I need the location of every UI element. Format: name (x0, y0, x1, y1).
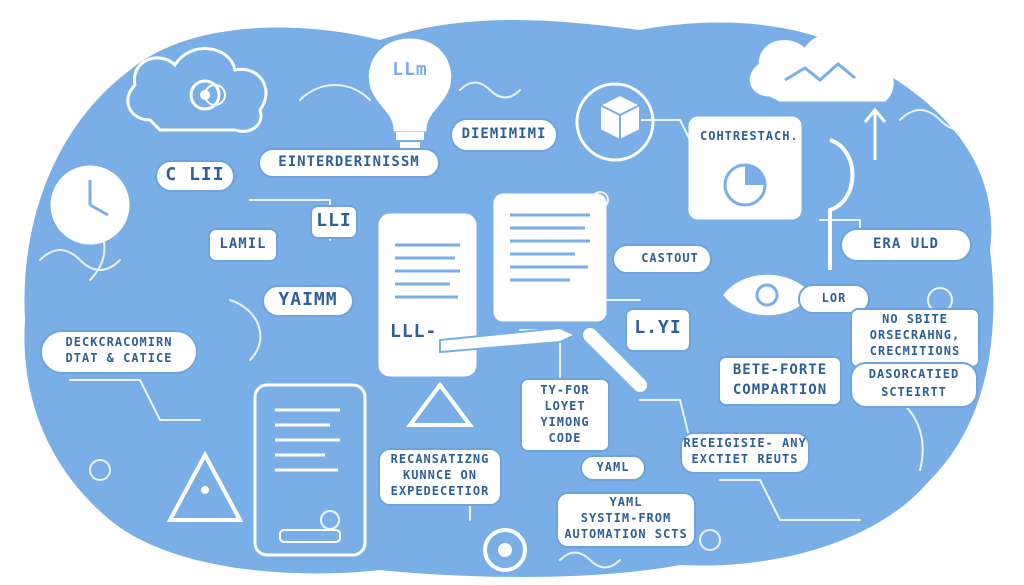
ty-line2: LOYET (544, 399, 586, 413)
cli-label: C LII (165, 164, 225, 185)
yaimm-label: YAIMM (278, 289, 338, 310)
gear-icon (483, 528, 527, 572)
bete-line1: BETE-FORTE (732, 362, 828, 378)
rec-line1: RECEIGISIE- ANY (683, 436, 807, 450)
contrestach-label: COHTRESTACH. (700, 129, 799, 143)
rec-line2: EXCTIET REUTS (691, 452, 799, 466)
ty-line4: CODE (548, 431, 582, 445)
deck-pill (40, 330, 198, 374)
ly-box (625, 308, 691, 352)
deck-line2: DTAT & CATICE (65, 351, 173, 365)
erauld-label: ERA ULD (872, 236, 939, 252)
nosbite-line2: ORSECRAHNG, (869, 328, 961, 342)
eint-pill (258, 148, 440, 178)
ly-label: L.YI (634, 317, 682, 338)
cloud-icon (749, 32, 894, 102)
castout-label: CASTOUT (641, 251, 699, 265)
warning-icon (406, 381, 474, 427)
castout-pill (612, 244, 712, 274)
nosbite-box (850, 308, 980, 368)
lamil-box (208, 228, 278, 262)
daso-line1: DASORCATIED (868, 367, 960, 381)
bulb-label: LLm (392, 59, 428, 80)
lor-label: LOR (821, 291, 847, 305)
recan-line3: EXPEDECETIOR (390, 484, 490, 498)
lll-label: LLL- (390, 321, 438, 342)
recan-line2: KUNNCE ON (402, 468, 478, 482)
nosbite-line1: NO SBITE (882, 312, 948, 326)
tablet-icon (253, 383, 367, 557)
erauld-pill (840, 228, 972, 262)
recan-box (378, 448, 502, 506)
yaml-pill (580, 455, 646, 481)
sys-line3: AUTOMATION SCTS (564, 527, 688, 541)
bete-line2: COMPARTION (732, 382, 828, 398)
deck-line1: DECKCRACOMIRN (65, 335, 173, 349)
tablet-icon (378, 213, 477, 377)
cli-pill (155, 160, 235, 192)
gear-icon (189, 79, 221, 111)
lli-box (310, 205, 358, 239)
clock-icon (50, 165, 130, 245)
rec-pill (680, 432, 810, 474)
top-bubble-label: DIEMIMIMI (461, 126, 547, 142)
recan-line1: RECANSATIZNG (390, 452, 490, 466)
circuit-lines (39, 81, 981, 569)
sys-line2: SYSTIM-FROM (580, 511, 672, 525)
yaimm-pill (262, 285, 354, 317)
daso-line2: SCTEIRTT (881, 385, 947, 399)
lli-label: LLI (316, 210, 352, 231)
top-bubble (450, 118, 558, 152)
yaml-label: YAML (596, 460, 630, 474)
bete-box (718, 356, 842, 406)
lamil-label: LAMIL (219, 236, 267, 252)
lightbulb-icon (368, 38, 452, 148)
nosbite-line3: CRECMITIONS (869, 344, 961, 358)
warning-icon (166, 450, 244, 522)
pencil-icon (439, 326, 647, 392)
daso-pill (850, 362, 978, 408)
sys-box (556, 492, 696, 548)
ty-line3: YIMONG (540, 415, 590, 429)
sys-line1: YAML (609, 495, 643, 509)
document-icon (493, 193, 607, 322)
chart-icon (688, 116, 802, 220)
ty-box (520, 378, 610, 452)
hook-icon (828, 107, 887, 270)
eint-label: EINTERDERINISSM (278, 154, 420, 170)
cube-icon (575, 82, 655, 162)
ty-line1: TY-FOR (540, 383, 590, 397)
